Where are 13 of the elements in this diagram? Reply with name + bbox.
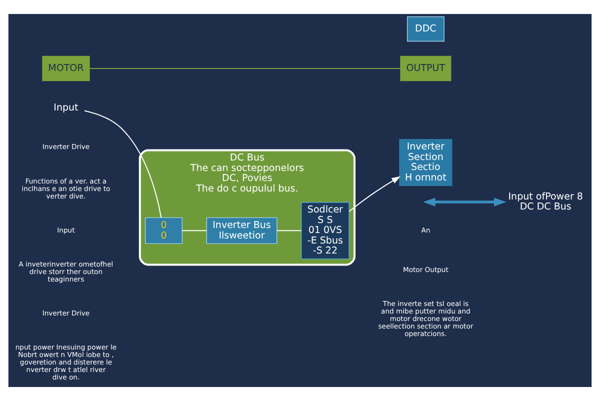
node-box: OUTPUT	[400, 55, 452, 81]
node-box: MOTOR	[42, 55, 90, 81]
connector	[277, 230, 302, 231]
node-box: 0 0	[145, 216, 182, 244]
node-box: Sodlcer S S 01 0VS -E Sbus -S 22	[301, 202, 350, 259]
node-box: Inverter Bus Ilsweetior	[206, 216, 278, 244]
node-box: Inverter Section Sectio H ornnot	[399, 138, 452, 186]
connector	[84, 110, 162, 218]
node-text: Input ofPower 8 DC DC Bus	[508, 190, 583, 212]
node-box: DDC	[406, 16, 444, 42]
arrow	[348, 176, 401, 212]
node-text: Input	[54, 102, 78, 114]
connector	[182, 230, 206, 231]
